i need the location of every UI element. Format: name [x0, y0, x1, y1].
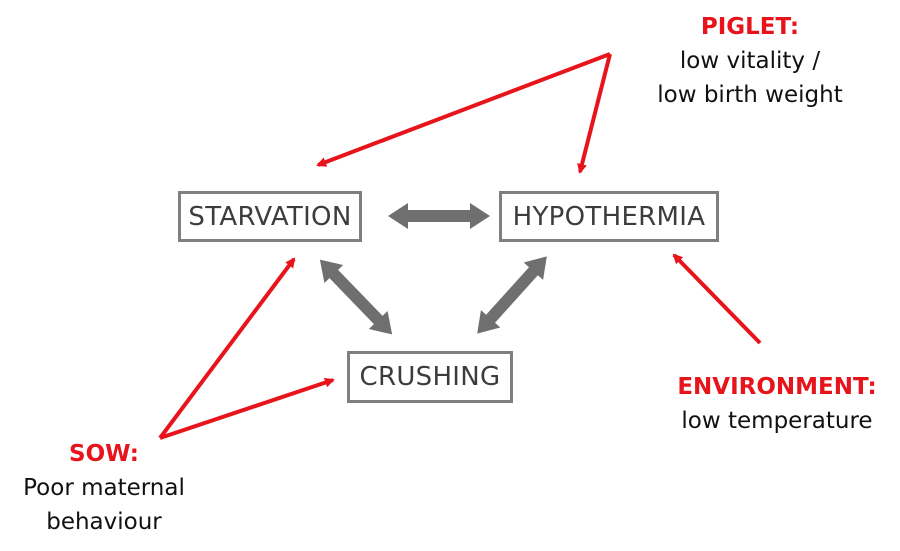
piglet-to-starvation-arrow	[316, 52, 611, 167]
piglet-factor: PIGLET: low vitality / low birth weight	[620, 10, 880, 112]
starvation-label: STARVATION	[188, 201, 352, 232]
hypothermia-node: HYPOTHERMIA	[499, 191, 719, 242]
piglet-line-2: low birth weight	[657, 82, 843, 108]
sow-to-crushing-arrow	[159, 377, 335, 440]
hypothermia-crushing-double-arrow	[477, 256, 547, 334]
hypothermia-label: HYPOTHERMIA	[512, 201, 706, 232]
sow-line-2: behaviour	[46, 509, 162, 535]
environment-to-hypothermia-arrow	[672, 253, 762, 345]
environment-line-1: low temperature	[681, 408, 873, 434]
piglet-heading: PIGLET:	[700, 14, 800, 40]
piglet-line-1: low vitality /	[679, 48, 821, 74]
sow-heading: SOW:	[69, 441, 139, 467]
environment-heading: ENVIRONMENT:	[677, 374, 877, 400]
starvation-hypothermia-double-arrow	[388, 203, 490, 229]
starvation-node: STARVATION	[178, 191, 362, 242]
crushing-label: CRUSHING	[359, 362, 501, 392]
piglet-to-hypothermia-arrow	[577, 53, 612, 174]
crushing-node: CRUSHING	[347, 351, 513, 403]
sow-factor: SOW: Poor maternal behaviour	[0, 437, 208, 539]
environment-factor: ENVIRONMENT: low temperature	[662, 370, 892, 438]
starvation-crushing-double-arrow	[319, 259, 393, 335]
sow-line-1: Poor maternal	[23, 475, 185, 501]
sow-to-starvation-arrow	[158, 257, 296, 440]
